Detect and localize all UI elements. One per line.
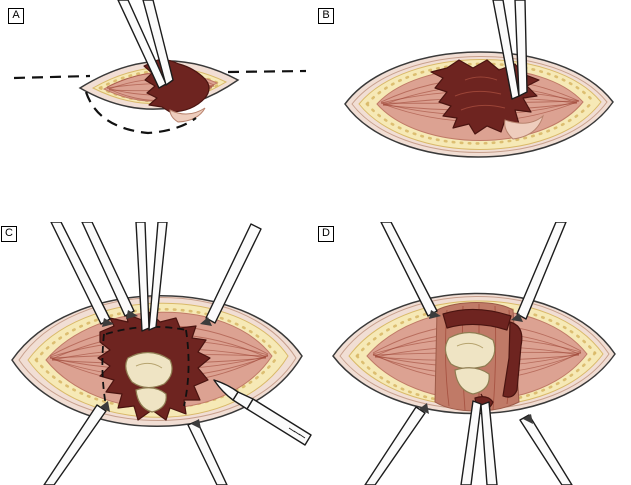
panel-c-label: C	[1, 226, 17, 242]
bone-fragment-upper	[444, 331, 496, 370]
skin-inner-contour	[351, 56, 608, 153]
scalpel-blade	[213, 379, 239, 401]
bone-fragment-lower	[454, 367, 490, 395]
fat-texture	[34, 307, 280, 362]
forceps	[135, 222, 168, 332]
panel-d-label: D	[318, 226, 334, 242]
fat-texture	[355, 305, 597, 358]
planned-incision-dashed-curve	[84, 91, 197, 135]
hematoma-texture	[454, 76, 506, 111]
panel-b: B	[315, 0, 631, 222]
fat-texture	[365, 62, 595, 106]
bone-fragment-upper	[125, 351, 173, 389]
panel-b-illustration	[344, 0, 614, 158]
forceps	[117, 0, 174, 89]
skin-inner-contour	[339, 296, 610, 410]
panel-d-illustration	[332, 222, 616, 485]
bone-fragment-lower	[135, 387, 167, 413]
panel-d: D	[315, 222, 631, 485]
panel-a: A	[0, 0, 315, 222]
residual-clot-top	[442, 308, 512, 331]
incision-extension-lines	[13, 69, 307, 80]
scalpel	[213, 379, 312, 446]
forceps	[460, 400, 498, 485]
panel-a-label: A	[8, 8, 24, 24]
residual-clot-right	[502, 321, 523, 398]
panel-a-illustration	[13, 0, 307, 135]
wound	[344, 51, 614, 158]
panel-c: C	[0, 222, 315, 485]
retractors	[43, 222, 262, 485]
panel-b-label: B	[318, 8, 334, 24]
retractors	[364, 222, 573, 485]
tissue-flap	[504, 114, 544, 140]
forceps	[492, 0, 528, 100]
wound	[332, 292, 616, 415]
scalpel-handle	[246, 398, 312, 446]
panel-c-illustration	[11, 222, 312, 485]
